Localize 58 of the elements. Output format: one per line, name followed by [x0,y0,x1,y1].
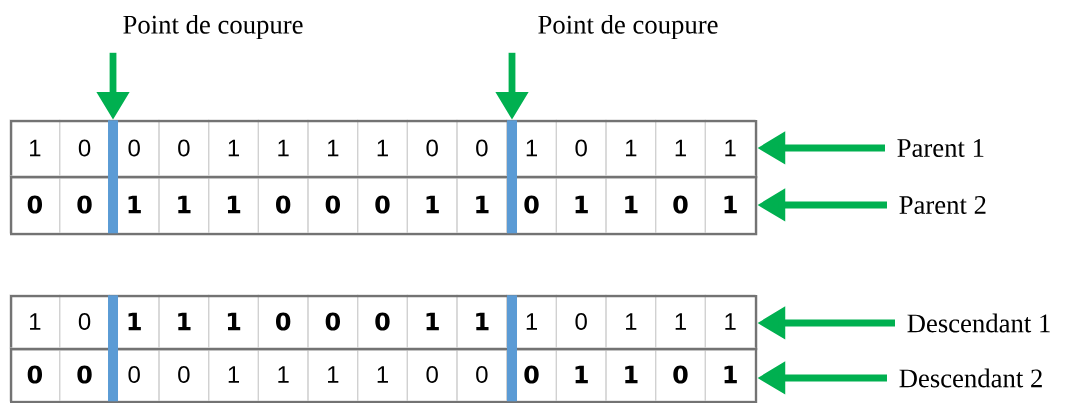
bit-cell: 0 [357,175,408,234]
row-label: Parent 1 [897,139,984,157]
bit-cell: 1 [307,347,359,402]
bit-cell: 0 [655,347,706,402]
bit-cell: 0 [506,347,557,402]
row-label: Parent 2 [899,196,986,214]
bit-cell: 1 [208,175,259,234]
bit-cell: 1 [208,294,259,349]
bit-cell: 0 [456,119,508,177]
bit-cell: 0 [555,294,607,349]
bit-cell: 0 [506,175,557,234]
cut-point-label: Point de coupure [538,14,718,40]
bit-cell: 0 [307,175,359,234]
bit-cell: 0 [307,294,359,349]
bit-cell: 1 [208,347,259,402]
bit-cell: 1 [605,294,657,349]
bit-cell: 0 [655,175,706,234]
bit-cell: 1 [456,294,508,349]
bit-cell: 1 [406,294,458,349]
bit-cell: 1 [158,294,210,349]
bit-cell: 1 [9,119,61,177]
bit-cell: 0 [257,294,309,349]
bit-cell: 1 [406,175,458,234]
bit-cell: 1 [506,119,557,177]
bit-cell: 1 [655,119,706,177]
bit-cell: 0 [357,294,408,349]
bit-cell: 1 [357,119,408,177]
bit-cell: 1 [655,294,706,349]
bit-cell: 0 [158,347,210,402]
bit-cell: 0 [257,175,309,234]
bit-cell: 1 [704,294,756,349]
bit-cell: 1 [605,347,657,402]
bit-cell: 1 [208,119,259,177]
bit-cell: 1 [9,294,61,349]
bit-cell: 0 [406,347,458,402]
bit-cell: 1 [704,175,756,234]
bit-cell: 0 [555,119,607,177]
row-label: Descendant 2 [899,368,1042,388]
bit-cell: 0 [456,347,508,402]
bit-cell: 0 [9,347,61,402]
cut-point-label: Point de coupure [123,14,303,40]
bit-cell: 0 [9,175,61,234]
bit-cell: 0 [158,119,210,177]
bit-cell: 1 [605,175,657,234]
bit-cell: 1 [257,347,309,402]
bit-cell: 1 [456,175,508,234]
bit-cell: 1 [704,347,756,402]
bit-cell: 1 [704,119,756,177]
bit-cell: 1 [307,119,359,177]
bit-cell: 1 [357,347,408,402]
bit-cell: 1 [158,175,210,234]
bit-cell: 1 [605,119,657,177]
bit-cell: 1 [257,119,309,177]
bit-cell: 0 [406,119,458,177]
row-label: Descendant 1 [907,313,1050,333]
bit-cell: 1 [555,347,607,402]
bit-cell: 1 [506,294,557,349]
bit-cell: 1 [555,175,607,234]
